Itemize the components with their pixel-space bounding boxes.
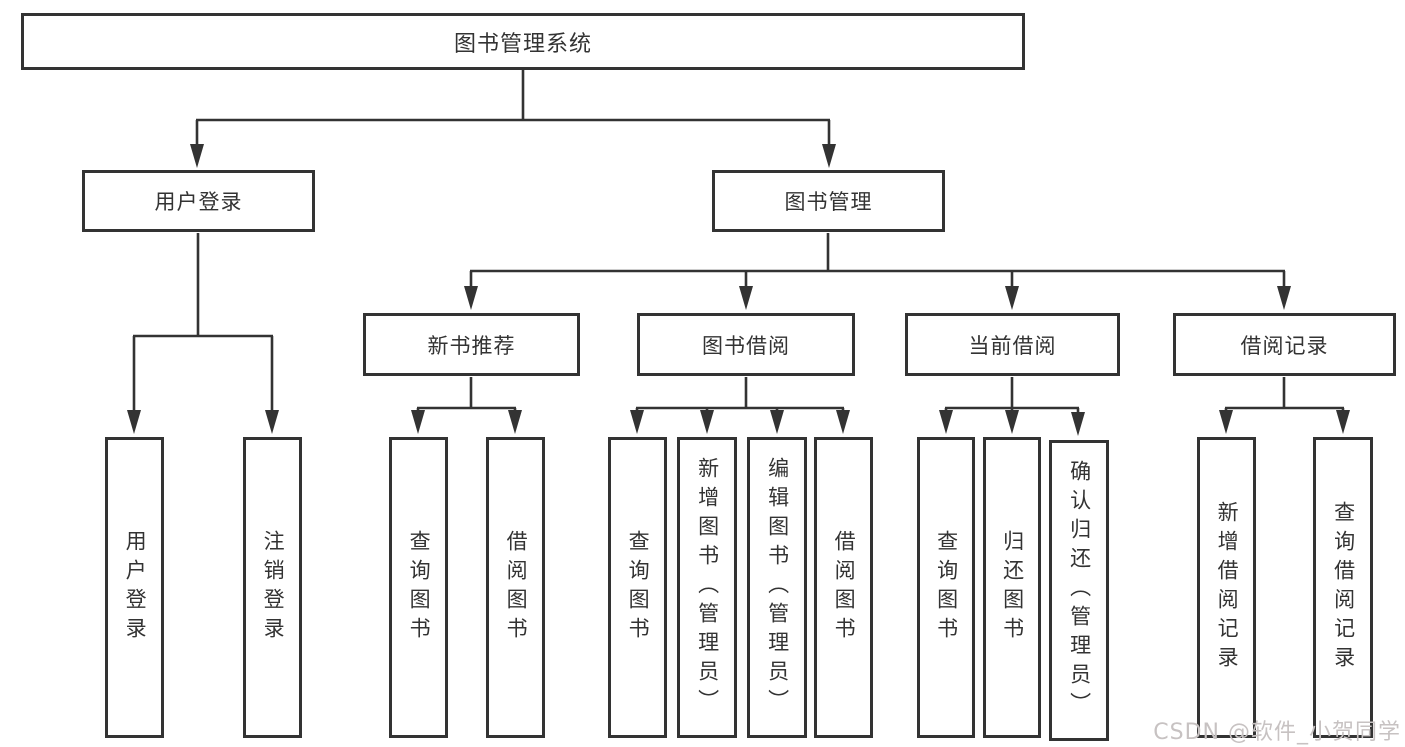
node-library-management-system: 图书管理系统 [21, 13, 1025, 70]
node-label: 新增图书（管理员） [695, 457, 720, 718]
connector-new-book-children [411, 377, 522, 434]
node-label: 借阅记录 [1240, 333, 1329, 358]
node-book-borrowing: 图书借阅 [637, 313, 855, 376]
node-label: 新书推荐 [427, 333, 516, 358]
connector-root-to-level2 [190, 70, 836, 168]
node-label: 用户登录 [123, 529, 148, 646]
node-label: 查询借阅记录 [1331, 500, 1356, 675]
connector-user-login-children [127, 233, 279, 434]
node-label: 借阅图书 [832, 529, 857, 646]
leaf-return-books: 归还图书 [983, 437, 1041, 738]
node-label: 图书借阅 [702, 333, 790, 358]
node-label: 注销登录 [261, 529, 286, 646]
leaf-query-books-recommend: 查询图书 [389, 437, 448, 738]
leaf-borrow-books: 借阅图书 [814, 437, 873, 738]
leaf-borrow-books-recommend: 借阅图书 [486, 437, 545, 738]
node-label: 用户登录 [154, 190, 243, 214]
leaf-user-login: 用户登录 [105, 437, 164, 738]
connector-book-management-children [464, 233, 1291, 310]
connector-book-borrowing-children [630, 377, 850, 434]
node-borrowing-records: 借阅记录 [1173, 313, 1396, 376]
node-new-book-recommendation: 新书推荐 [363, 313, 580, 376]
node-label: 查询图书 [407, 529, 432, 646]
node-label: 查询图书 [626, 529, 651, 646]
node-label: 查询图书 [934, 529, 959, 646]
leaf-query-books-current: 查询图书 [917, 437, 975, 738]
node-label: 借阅图书 [504, 529, 529, 646]
node-label: 当前借阅 [968, 333, 1057, 358]
node-label: 归还图书 [1000, 529, 1025, 646]
node-label: 确认归还（管理员） [1067, 460, 1092, 721]
node-book-management: 图书管理 [712, 170, 945, 232]
node-label: 新增借阅记录 [1215, 500, 1240, 675]
node-label: 图书管理 [784, 190, 873, 214]
node-label: 图书管理系统 [453, 31, 592, 57]
connector-current-borrowing-children [939, 377, 1085, 436]
leaf-add-books-admin: 新增图书（管理员） [677, 437, 737, 738]
leaf-query-books-borrowing: 查询图书 [608, 437, 667, 738]
leaf-query-borrow-record: 查询借阅记录 [1313, 437, 1373, 738]
node-label: 编辑图书（管理员） [765, 457, 790, 718]
node-current-borrowing: 当前借阅 [905, 313, 1120, 376]
connector-borrowing-records-children [1219, 377, 1350, 434]
leaf-add-borrow-record: 新增借阅记录 [1197, 437, 1256, 738]
leaf-edit-books-admin: 编辑图书（管理员） [747, 437, 807, 738]
csdn-watermark: CSDN @软件_小贺同学 [1153, 720, 1401, 745]
leaf-confirm-return-admin: 确认归还（管理员） [1049, 440, 1109, 741]
node-user-login: 用户登录 [82, 170, 315, 232]
leaf-logout-login: 注销登录 [243, 437, 302, 738]
